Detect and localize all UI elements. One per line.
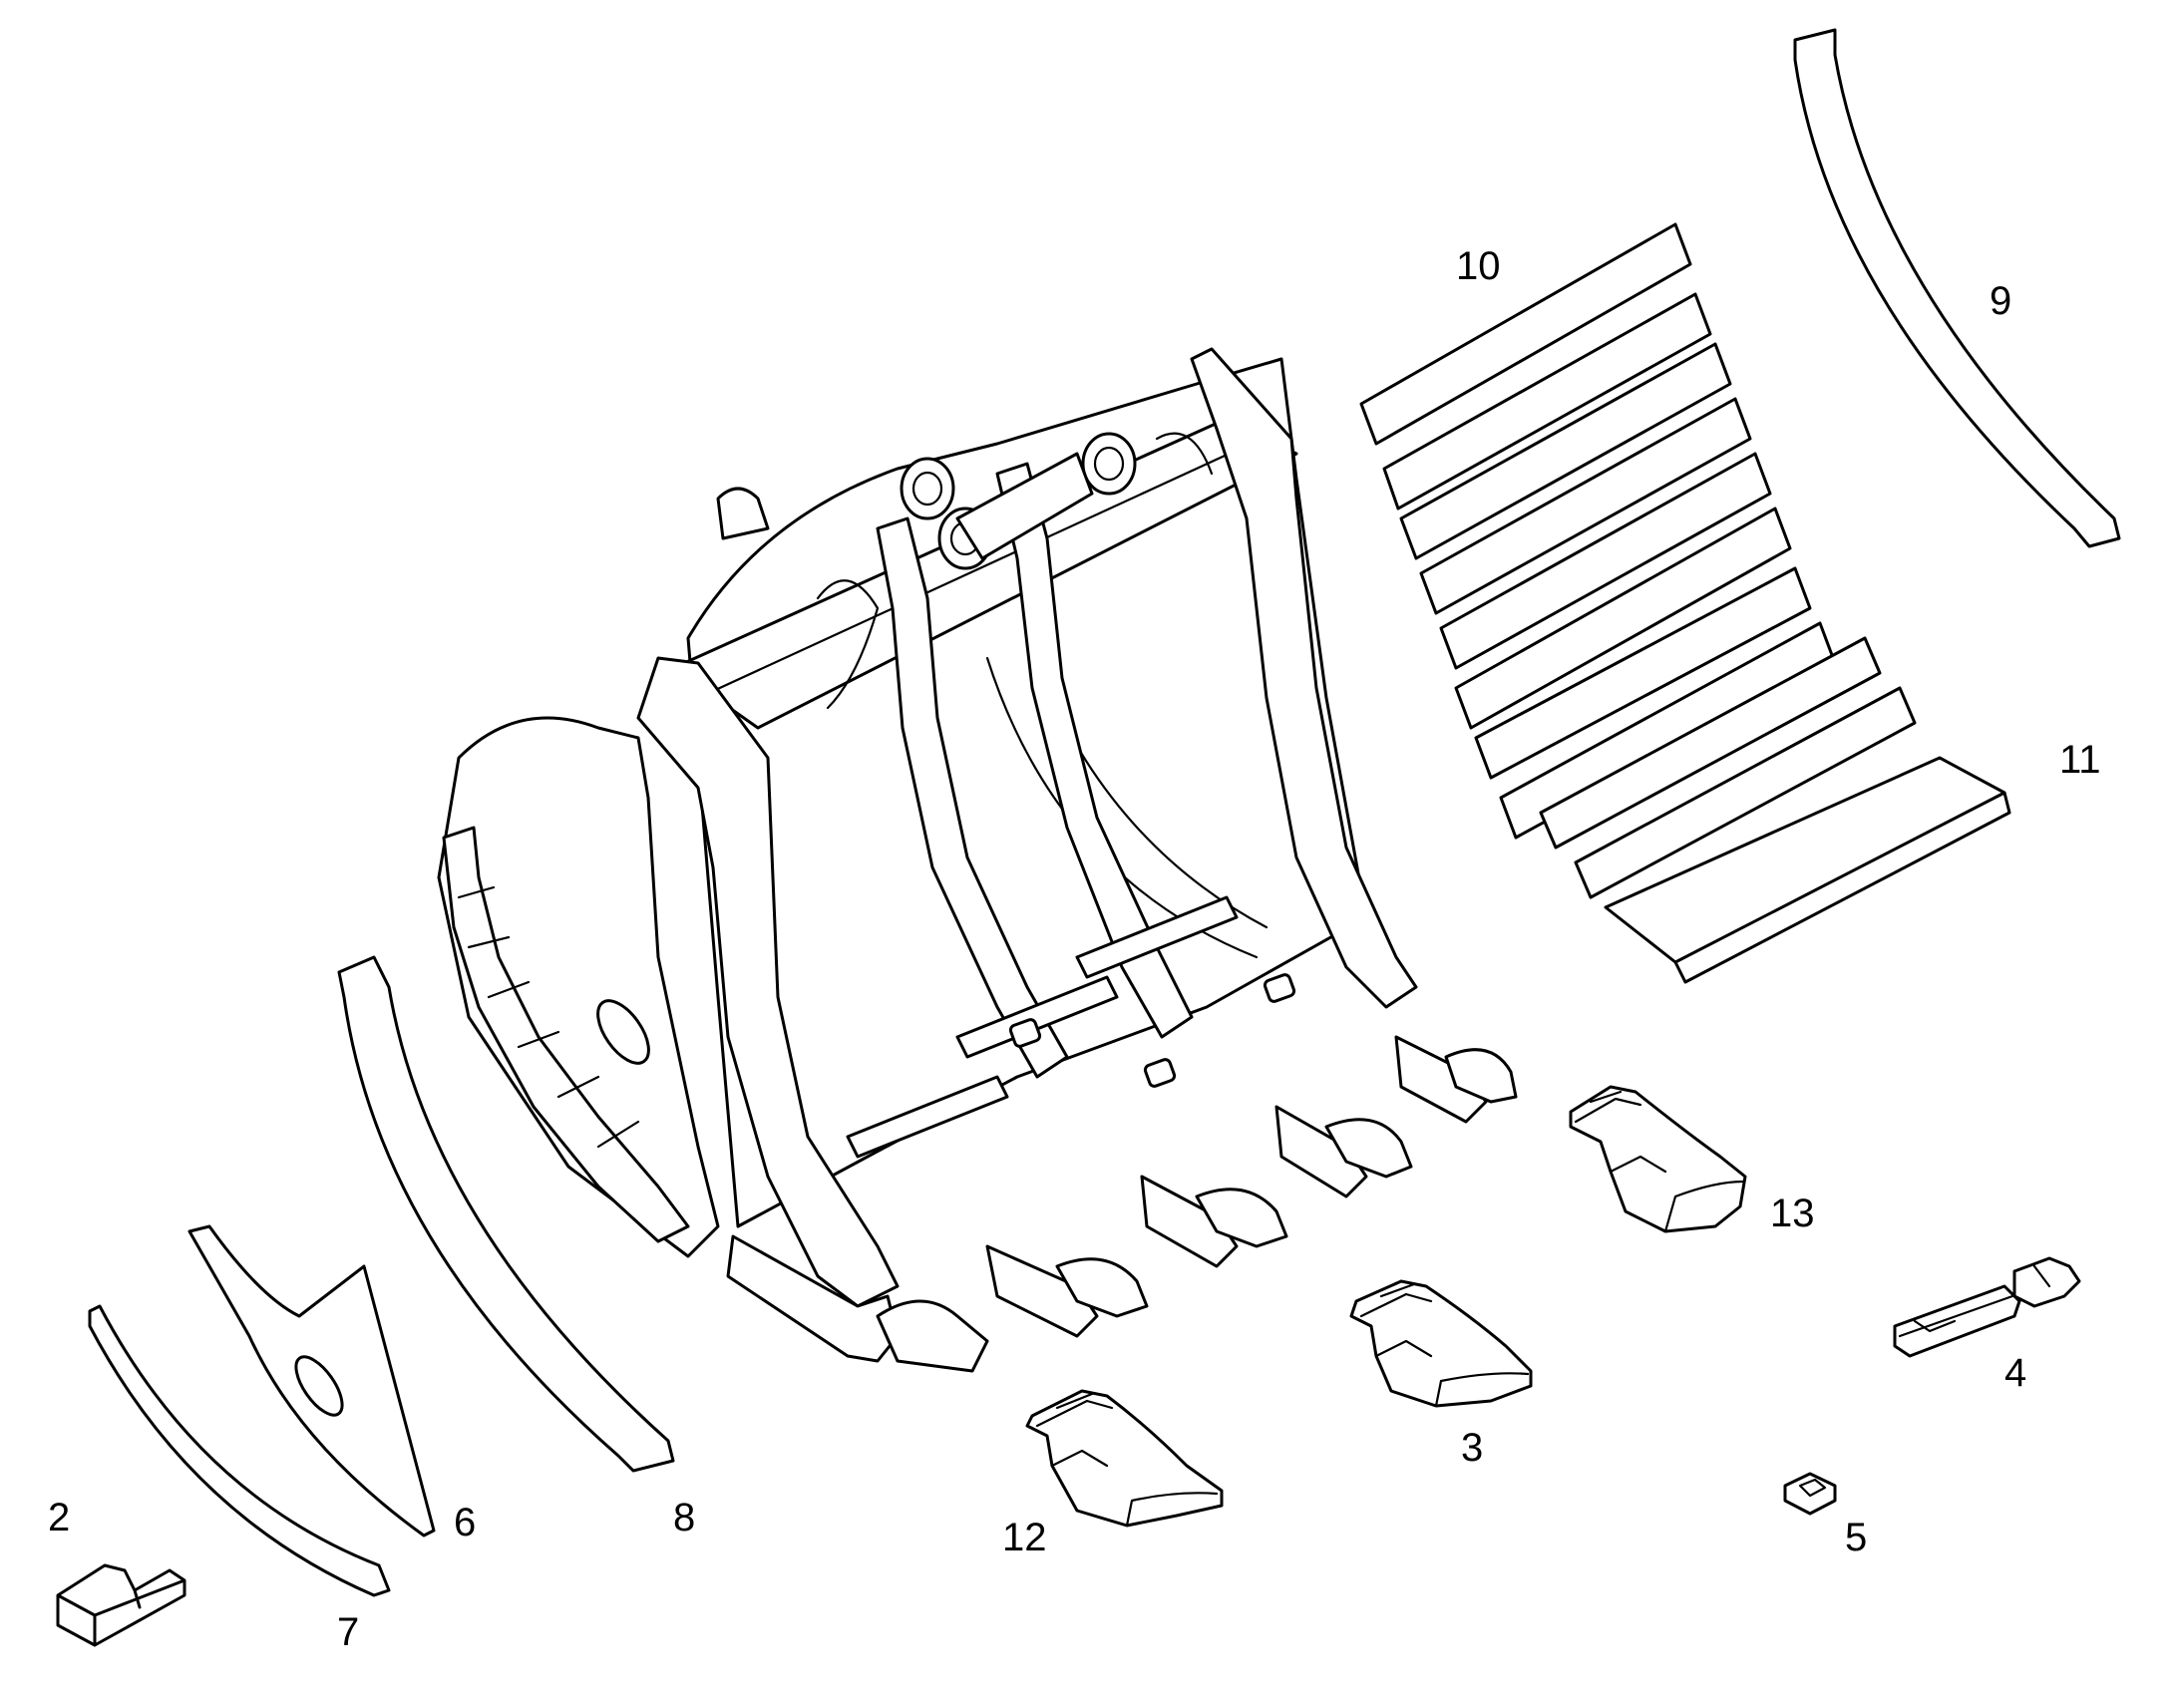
floor-clip-3 [1263,973,1296,1003]
lifting-eye [716,487,770,540]
part-4-pin-assembly [1893,1256,2081,1358]
callout-11: 11 [2059,738,2101,782]
center-rib-1 [876,516,1069,1079]
callout-7: 7 [337,1610,359,1654]
bucket-assembly [437,347,1518,1373]
callout-3: 3 [1461,1426,1483,1470]
part-11-wear-strip [1604,756,2011,984]
callout-labels: 2 3 4 5 6 7 8 9 10 11 12 13 [48,244,2101,1654]
link-plate-left [816,579,880,710]
pin-bosses [900,432,1137,570]
callout-12: 12 [1002,1516,1047,1559]
link-plate-right [1155,432,1214,476]
callout-4: 4 [2004,1351,2026,1395]
part-9-curved-plate [1793,28,2121,548]
floor-wear-strip-1 [846,1075,1009,1159]
center-rib-2 [995,462,1194,1039]
callout-6: 6 [454,1501,476,1544]
callout-8: 8 [673,1496,695,1539]
part-12-tooth-adapter [1025,1389,1224,1528]
part-5-retainer-clip [1783,1472,1837,1516]
callout-5: 5 [1845,1516,1867,1559]
floor-clip-1 [1008,1018,1042,1048]
right-side-plate [1190,347,1418,1009]
bucket-back-shell [686,357,1368,1228]
side-plate-slot [596,999,650,1065]
floor-wear-strip-2 [955,975,1119,1059]
part-3-tooth-adapter [1349,1279,1533,1408]
part-6-slot [294,1355,344,1417]
outer-side-shell [437,716,720,1258]
top-cross-beam-edge [696,437,1264,700]
floor-clip-2 [1143,1058,1177,1088]
floor-wear-strip-3 [1075,895,1239,979]
part-10-wear-strip-stack [1359,222,1917,899]
part-2-block [56,1563,186,1647]
callout-9: 9 [1990,279,2011,323]
part-13-tooth-adapter [1569,1085,1747,1233]
callout-2: 2 [48,1496,70,1539]
callout-13: 13 [1770,1192,1815,1235]
part-8-curved-strip [337,955,675,1473]
callout-10: 10 [1456,244,1501,288]
bucket-teeth [726,1035,1518,1373]
part-7-thin-strip [88,1304,391,1597]
